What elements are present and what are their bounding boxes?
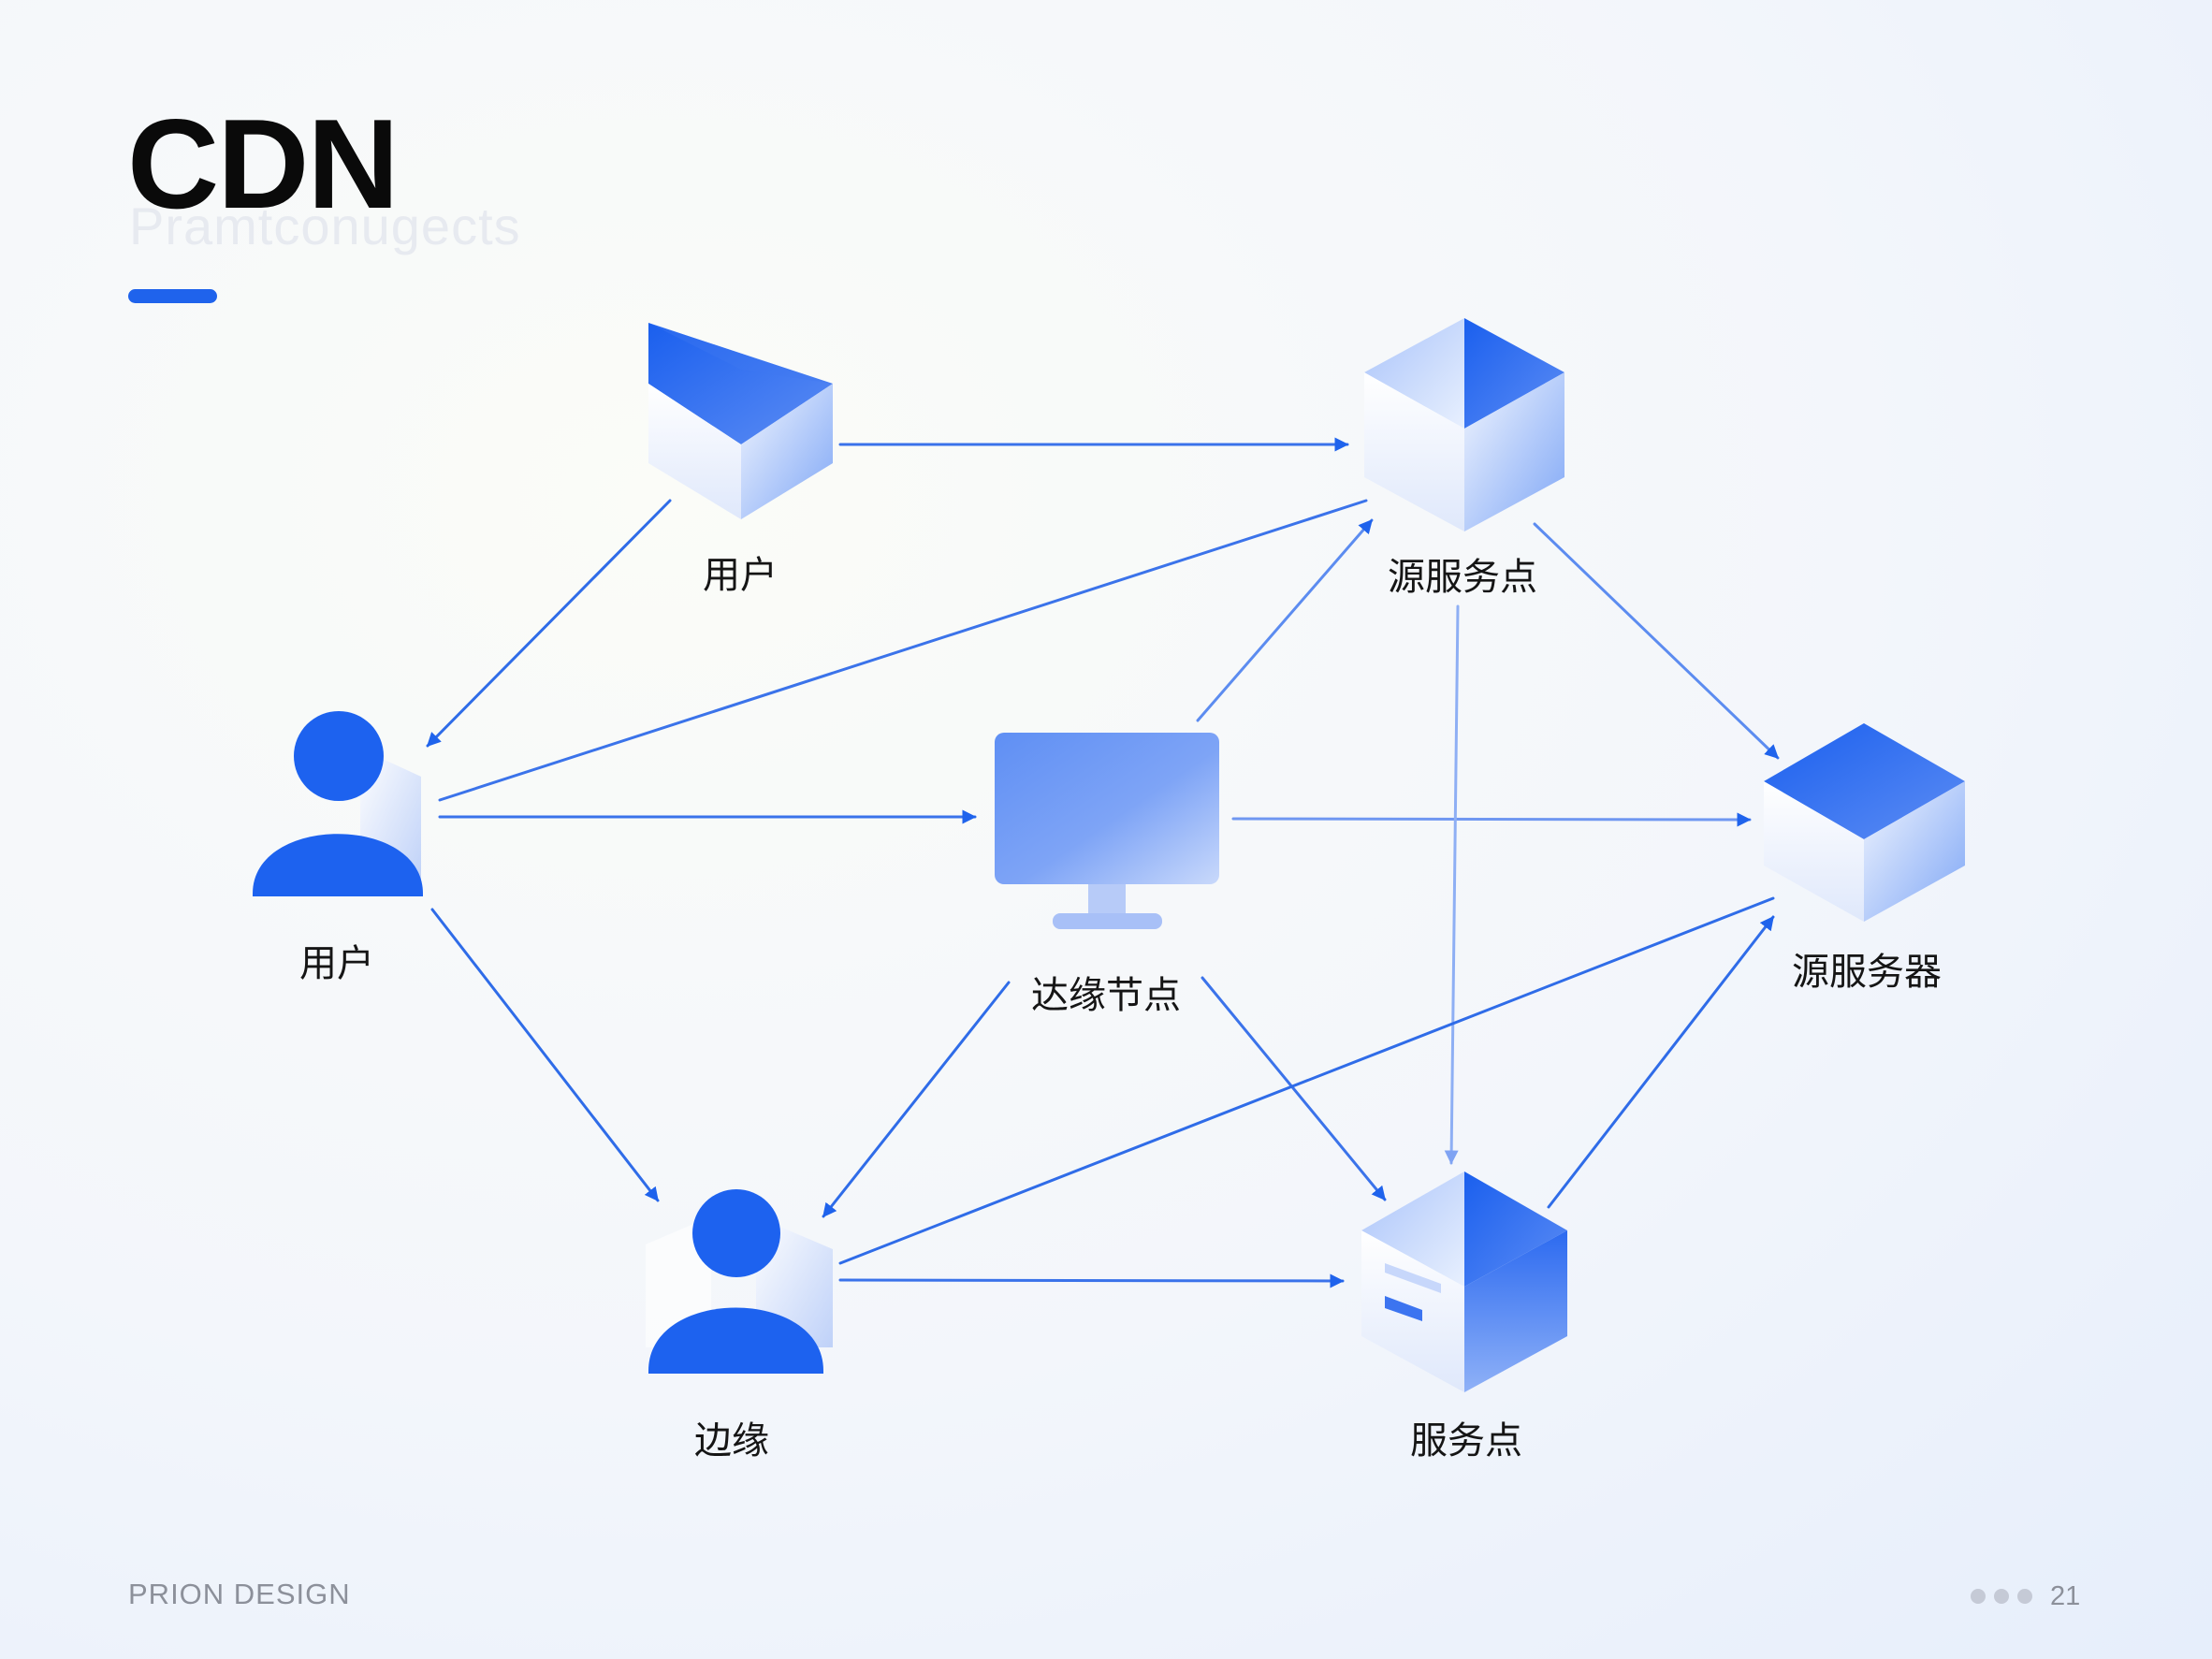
page-indicator: 21 xyxy=(1971,1578,2080,1615)
edge-user-left-to-cube-top-right xyxy=(438,499,1368,802)
edge-user-bottom-to-cube-right xyxy=(838,896,1775,1265)
edge-user-left-to-user-bottom xyxy=(430,908,660,1202)
node-user-left: 用户 xyxy=(253,711,423,985)
node-label: 用户 xyxy=(299,942,374,985)
edge-monitor-center-to-cube-right xyxy=(1231,812,1752,827)
node-cube-top-right: 源服务点 xyxy=(1364,318,1564,599)
edge-monitor-center-to-server-bottom-right xyxy=(1201,976,1387,1201)
pager-dot xyxy=(1971,1589,1986,1604)
pager-dot xyxy=(1994,1589,2009,1604)
user-icon xyxy=(646,1189,833,1374)
edge-cube-top-left-to-user-left xyxy=(426,499,672,748)
node-label: 服务点 xyxy=(1410,1419,1522,1463)
node-server-bottom-right: 服务点 xyxy=(1361,1171,1567,1463)
node-monitor-center: 达缘节点 xyxy=(995,733,1219,1017)
node-label: 达缘节点 xyxy=(1031,974,1181,1017)
page-number: 21 xyxy=(2050,1580,2081,1611)
slide-title: CDN xyxy=(127,93,400,235)
node-label: 边缘 xyxy=(694,1419,769,1463)
node-cube-top-left: 用户 xyxy=(648,323,833,597)
title-accent-bar xyxy=(128,289,217,303)
user-icon xyxy=(253,711,423,896)
node-label: 用户 xyxy=(703,554,778,597)
server-cube-icon xyxy=(1361,1171,1567,1392)
node-label: 源服务点 xyxy=(1388,556,1537,599)
edge-cube-top-right-to-server-bottom-right xyxy=(1444,604,1460,1165)
node-label: 源服务器 xyxy=(1792,951,1942,994)
node-user-bottom: 边缘 xyxy=(646,1189,833,1463)
pager-dot xyxy=(2017,1589,2032,1604)
monitor-icon xyxy=(995,733,1219,929)
cube-icon xyxy=(648,323,833,519)
edge-monitor-center-to-user-bottom xyxy=(822,981,1011,1218)
cube-icon xyxy=(1364,318,1564,531)
node-cube-right: 源服务器 xyxy=(1764,723,1965,994)
footer-brand: PRION DESIGN xyxy=(128,1578,351,1610)
edge-monitor-center-to-cube-top-right xyxy=(1196,518,1374,722)
edge-server-bottom-right-to-cube-right xyxy=(1547,915,1775,1209)
edge-user-bottom-to-server-bottom-right xyxy=(838,1273,1345,1288)
edge-cube-top-right-to-cube-right xyxy=(1533,522,1780,760)
slide-subtitle: Pramtconugects xyxy=(129,196,521,255)
cube-icon xyxy=(1764,723,1965,922)
